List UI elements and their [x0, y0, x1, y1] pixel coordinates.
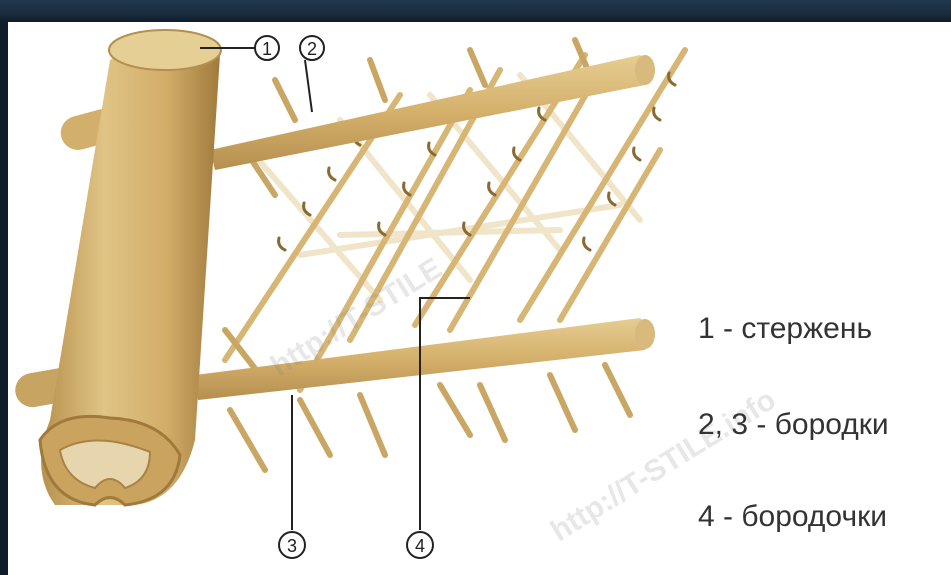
legend-item-shaft: 1 - стержень: [698, 312, 872, 346]
legend-item-barbs: 2, 3 - бородки: [698, 408, 889, 442]
legend-item-barbules: 4 - бородочки: [698, 500, 887, 534]
callout-4: 4: [407, 532, 433, 558]
leader-line-4: [420, 298, 470, 530]
callout-3: 3: [279, 532, 305, 558]
callout-1: 1: [255, 36, 279, 60]
leader-line-2: [305, 60, 312, 112]
barb-lower: [195, 318, 655, 400]
feather-shaft: [40, 30, 221, 505]
callout-3-label: 3: [287, 536, 297, 556]
callout-4-label: 4: [415, 536, 425, 556]
callout-2-label: 2: [307, 39, 317, 59]
callout-2: 2: [300, 36, 324, 60]
callout-1-label: 1: [262, 39, 272, 59]
